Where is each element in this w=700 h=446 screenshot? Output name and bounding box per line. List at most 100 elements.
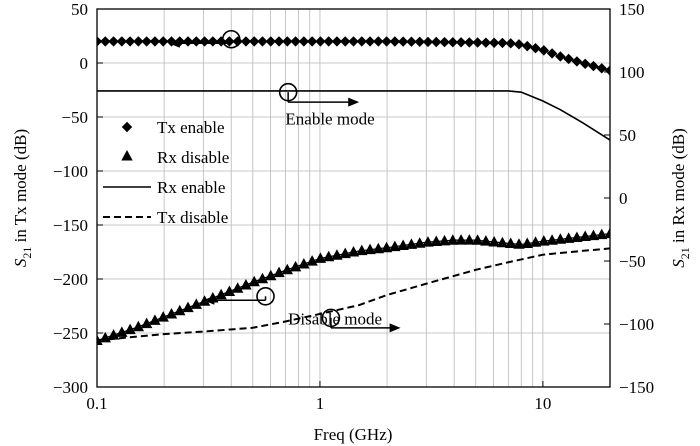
diamond-marker (207, 36, 219, 47)
y-left-tick-label: 50 (71, 0, 88, 19)
x-tick-label: 1 (316, 394, 325, 413)
triangle-marker (455, 234, 467, 245)
axis-indicator-right (321, 308, 401, 333)
diamond-marker (149, 36, 161, 47)
diamond-marker (257, 36, 268, 47)
triangle-marker (174, 304, 186, 316)
diamond-marker (240, 36, 252, 47)
y-right-tick-label: −150 (619, 378, 654, 397)
triangle-marker (372, 242, 385, 254)
y-axis-right-title-rest: in Rx mode (dB) (669, 128, 688, 247)
y-right-tick-label: 100 (619, 63, 645, 82)
x-axis-title: Freq (GHz) (314, 425, 393, 444)
y-left-tick-label: −50 (61, 108, 88, 127)
triangle-marker (438, 234, 451, 246)
y-right-tick-label: −50 (619, 252, 646, 271)
diamond-marker (513, 39, 525, 50)
triangle-marker (306, 255, 318, 266)
triangle-marker (240, 278, 252, 290)
diamond-marker (381, 36, 392, 47)
diamond-marker (224, 36, 235, 47)
diamond-marker (306, 36, 318, 47)
diamond-marker (505, 38, 516, 49)
triangle-marker (496, 236, 509, 248)
triangle-marker (314, 252, 327, 263)
triangle-marker (422, 236, 434, 247)
diamond-marker (579, 58, 591, 70)
triangle-marker (331, 249, 343, 260)
series-line-rx-enable (97, 90, 610, 141)
triangle-marker (447, 234, 459, 245)
diamond-marker (604, 65, 610, 76)
triangle-marker (364, 243, 376, 255)
diamond-marker (348, 36, 359, 47)
triangle-marker (413, 237, 426, 248)
y-right-tick-label: 50 (619, 126, 636, 145)
triangle-marker (322, 250, 335, 262)
y-axis-left-title: S21 in Tx mode (dB) (11, 129, 34, 267)
triangle-marker (165, 307, 178, 319)
triangle-marker (521, 237, 533, 249)
triangle-marker (430, 235, 442, 247)
triangle-marker (356, 244, 368, 256)
series-line-tx-disable (97, 247, 610, 342)
diamond-marker (249, 36, 260, 47)
y-axis-right-title-sub: 21 (678, 247, 692, 259)
axis-indicator-left (203, 286, 275, 306)
y-left-tick-label: −100 (53, 162, 88, 181)
y-right-tick-label: 0 (619, 189, 628, 208)
diamond-marker (290, 36, 301, 47)
legend-label: Rx disable (157, 148, 229, 167)
y-axis-right-title: S21 in Rx mode (dB) (669, 128, 692, 268)
legend-item-rx-disable: Rx disable (121, 148, 229, 167)
diamond-marker (100, 36, 111, 47)
diamond-marker (447, 37, 458, 48)
legend-label: Tx enable (157, 118, 225, 137)
diamond-marker (563, 53, 574, 65)
triangle-marker (281, 263, 294, 275)
triangle-marker (265, 269, 277, 281)
diamond-marker (340, 36, 351, 47)
indicator-circle-icon (221, 29, 241, 49)
arrow-head-right-icon (348, 97, 360, 107)
triangle-marker (289, 260, 302, 272)
diamond-marker (439, 36, 450, 48)
annotation-label: Enable mode (285, 110, 374, 129)
triangle-marker (339, 247, 351, 259)
series-group (97, 36, 610, 346)
y-left-tick-label: 0 (80, 54, 89, 73)
triangle-marker (149, 314, 161, 325)
arrow-head-left-icon (203, 295, 215, 305)
y-left-tick-label: −250 (53, 324, 88, 343)
triangle-marker (505, 237, 517, 249)
triangle-marker (463, 234, 476, 245)
triangle-marker (116, 326, 128, 337)
axis-indicator-right (278, 82, 360, 107)
indicator-circle-icon (321, 308, 341, 328)
indicator-circle-icon (256, 286, 275, 306)
triangle-marker (121, 150, 133, 161)
series-rx-enable (97, 90, 610, 141)
diamond-marker (414, 36, 425, 47)
diamond-marker (472, 37, 483, 48)
diamond-marker (298, 36, 310, 47)
triangle-marker (347, 246, 360, 257)
series-tx-enable (97, 36, 610, 76)
triangle-marker (107, 329, 120, 340)
diamond-marker (373, 36, 384, 47)
diamond-marker (133, 36, 144, 47)
diamond-marker (488, 37, 500, 48)
y-axis-left-title-rest: in Tx mode (dB) (11, 129, 30, 247)
triangle-marker (571, 231, 583, 242)
diamond-marker (182, 36, 194, 47)
diamond-marker (364, 36, 376, 47)
diamond-marker (315, 36, 326, 47)
indicator-circle-icon (278, 82, 298, 102)
triangle-marker (389, 240, 401, 252)
diamond-marker (431, 36, 442, 48)
series-tx-disable (97, 247, 610, 342)
triangle-marker (380, 241, 393, 253)
